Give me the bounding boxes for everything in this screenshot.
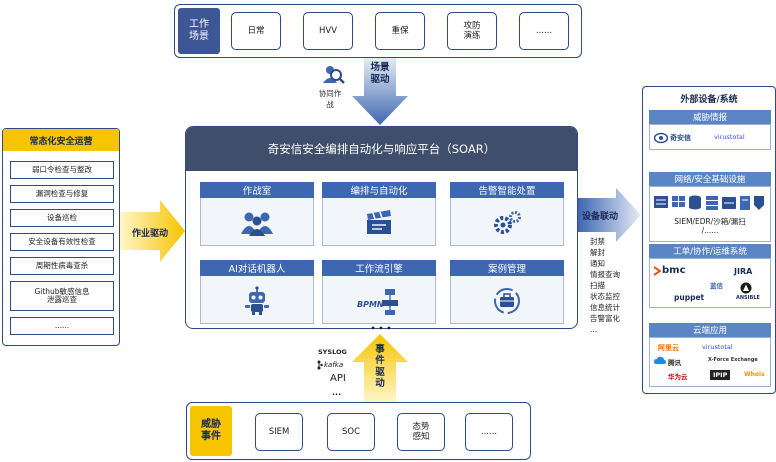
group-ticketing-head: 工单/协作/运维系统 [649, 244, 771, 258]
action-info-stats: 信息统计 [590, 303, 620, 312]
robot-icon [245, 285, 269, 315]
scene-driven-label: 场景 驱动 [370, 62, 390, 85]
source-more: ... [332, 388, 342, 397]
scenario-daily[interactable]: 日常 [231, 12, 281, 50]
event-siem[interactable]: SIEM [255, 413, 303, 451]
group-network-infra: SIEM/EDR/沙箱/漏扫 /...... [649, 186, 771, 242]
module-ai-chatbot[interactable]: AI对话机器人 [200, 260, 314, 324]
bmc-icon [653, 266, 661, 276]
logo-aliyun: 阿里云 [658, 344, 679, 352]
briefcase-cycle-icon [494, 287, 520, 314]
work-scenario-label: 工作 场景 [178, 8, 220, 54]
module-workflow-engine-title: 工作流引擎 [322, 260, 436, 276]
event-driven-label: 事 件 驱 动 [375, 344, 385, 390]
action-notify: 通知 [590, 259, 605, 268]
gears-icon [494, 210, 521, 234]
logo-jira: JIRA [734, 267, 753, 276]
scenario-hvv[interactable]: HVV [303, 12, 353, 50]
ops-github-leak[interactable]: Github敏感信息 泄露巡查 [10, 281, 114, 311]
device-linkage-label: 设备联动 [582, 212, 619, 222]
logo-virustotal-2: virustotal [702, 343, 733, 351]
source-api: API [330, 373, 346, 384]
ops-virus-scan[interactable]: 周期性病毒查杀 [10, 257, 114, 275]
event-situational-awareness[interactable]: 态势 感知 [397, 413, 445, 451]
device-linkage-arrow [578, 188, 641, 242]
logo-puppet: puppet [674, 293, 705, 302]
logo-bmc: bmc [662, 265, 686, 276]
module-war-room-title: 作战室 [200, 182, 314, 198]
group-cloud-apps: 阿里云 virustotal 腾讯 X-Force Exchange 华为云 I… [649, 337, 771, 387]
group-threat-intel-head: 威胁情报 [649, 110, 771, 124]
module-case-management-title: 案例管理 [450, 260, 564, 276]
qianxin-logo-icon [654, 132, 668, 144]
group-network-infra-head: 网络/安全基础设施 [649, 172, 771, 186]
module-ai-chatbot-title: AI对话机器人 [200, 260, 314, 276]
action-alert-enrich: 告警富化 [590, 314, 620, 323]
group-cloud-apps-head: 云端应用 [649, 323, 771, 337]
group-ticketing: bmc JIRA 蓝信 puppet ANSIBLE [649, 258, 771, 308]
scenario-attack-defense[interactable]: 攻防 演练 [447, 12, 497, 50]
ops-weak-password[interactable]: 弱口令检查与整改 [10, 161, 114, 179]
scene-driven-arrow [352, 58, 408, 125]
action-scan: 扫描 [590, 281, 605, 290]
collab-search-icon [323, 66, 345, 84]
work-scenario-panel: 工作 场景 日常 HVV 重保 攻防 演练 ...... [174, 4, 582, 58]
ops-device-inspection[interactable]: 设备巡检 [10, 209, 114, 227]
team-icon [241, 212, 273, 236]
threat-event-panel: 威胁 事件 SIEM SOC 态势 感知 ...... [186, 402, 531, 460]
infra-caption: SIEM/EDR/沙箱/漏扫 /...... [674, 217, 746, 235]
module-alert-handling-title: 告警智能处置 [450, 182, 564, 198]
source-syslog: SYSLOG [318, 348, 347, 356]
action-block: 封禁 [590, 237, 605, 246]
logo-lanxin: 蓝信 [710, 282, 723, 290]
routine-ops-title: 常态化安全运营 [3, 129, 119, 151]
logo-virustotal-1: virustotal [714, 133, 745, 141]
action-unblock: 解封 [590, 248, 605, 257]
ops-device-validity[interactable]: 安全设备有效性检查 [10, 233, 114, 251]
logo-xforce: X-Force Exchange [708, 357, 758, 363]
kafka-icon [317, 360, 323, 370]
threat-event-label: 威胁 事件 [190, 406, 232, 456]
job-driven-arrow [120, 200, 185, 262]
event-soc[interactable]: SOC [327, 413, 375, 451]
source-kafka: kafka [324, 361, 344, 369]
ops-vulnerability[interactable]: 漏洞检查与修复 [10, 185, 114, 203]
event-driven-arrow [352, 334, 408, 402]
clapperboard-icon [367, 209, 391, 234]
group-threat-intel: 奇安信 virustotal [649, 124, 771, 150]
collab-combat-label: 协同作 战 [318, 89, 342, 109]
logo-ipip: IPIP [710, 370, 731, 380]
logo-whois: Whois [744, 371, 765, 378]
module-orchestration-title: 编排与自动化 [322, 182, 436, 198]
logo-tencent: 腾讯 [668, 359, 681, 367]
svg-text:BPMN: BPMN [357, 300, 384, 309]
action-status-monitor: 状态监控 [590, 292, 620, 301]
event-more[interactable]: ...... [465, 413, 513, 451]
logo-ansible: ANSIBLE [736, 295, 760, 301]
action-intel-query: 情报查询 [590, 270, 620, 279]
soar-title: 奇安信安全编排自动化与响应平台（SOAR） [186, 127, 577, 171]
ansible-icon [740, 282, 752, 294]
platform-more-dots: • • • [370, 324, 392, 333]
external-systems-title: 外部设备/系统 [680, 95, 738, 105]
module-orchestration[interactable]: 编排与自动化 [322, 182, 436, 246]
infra-devices-icons [654, 195, 764, 210]
logo-huawei-cloud: 华为云 [668, 373, 688, 381]
scenario-more[interactable]: ...... [519, 12, 569, 50]
module-war-room[interactable]: 作战室 [200, 182, 314, 246]
tencent-cloud-icon [654, 356, 666, 364]
linkage-actions: 封禁 解封 通知 情报查询 扫描 状态监控 信息统计 告警富化 ... [590, 236, 642, 335]
module-workflow-engine[interactable]: 工作流引擎 BPMN [322, 260, 436, 324]
job-driven-label: 作业驱动 [131, 229, 168, 239]
ops-more[interactable]: ...... [10, 317, 114, 335]
scenario-protection[interactable]: 重保 [375, 12, 425, 50]
module-alert-handling[interactable]: 告警智能处置 [450, 182, 564, 246]
action-more: ... [590, 325, 598, 334]
logo-qianxin: 奇安信 [670, 134, 691, 142]
routine-ops-panel: 常态化安全运营 弱口令检查与整改 漏洞检查与修复 设备巡检 安全设备有效性检查 … [2, 128, 120, 346]
external-systems-panel: 外部设备/系统 威胁情报 奇安信 virustotal 网络/安全基础设施 SI… [642, 86, 776, 394]
bpmn-flow-icon: BPMN [357, 288, 398, 315]
module-case-management[interactable]: 案例管理 [450, 260, 564, 324]
